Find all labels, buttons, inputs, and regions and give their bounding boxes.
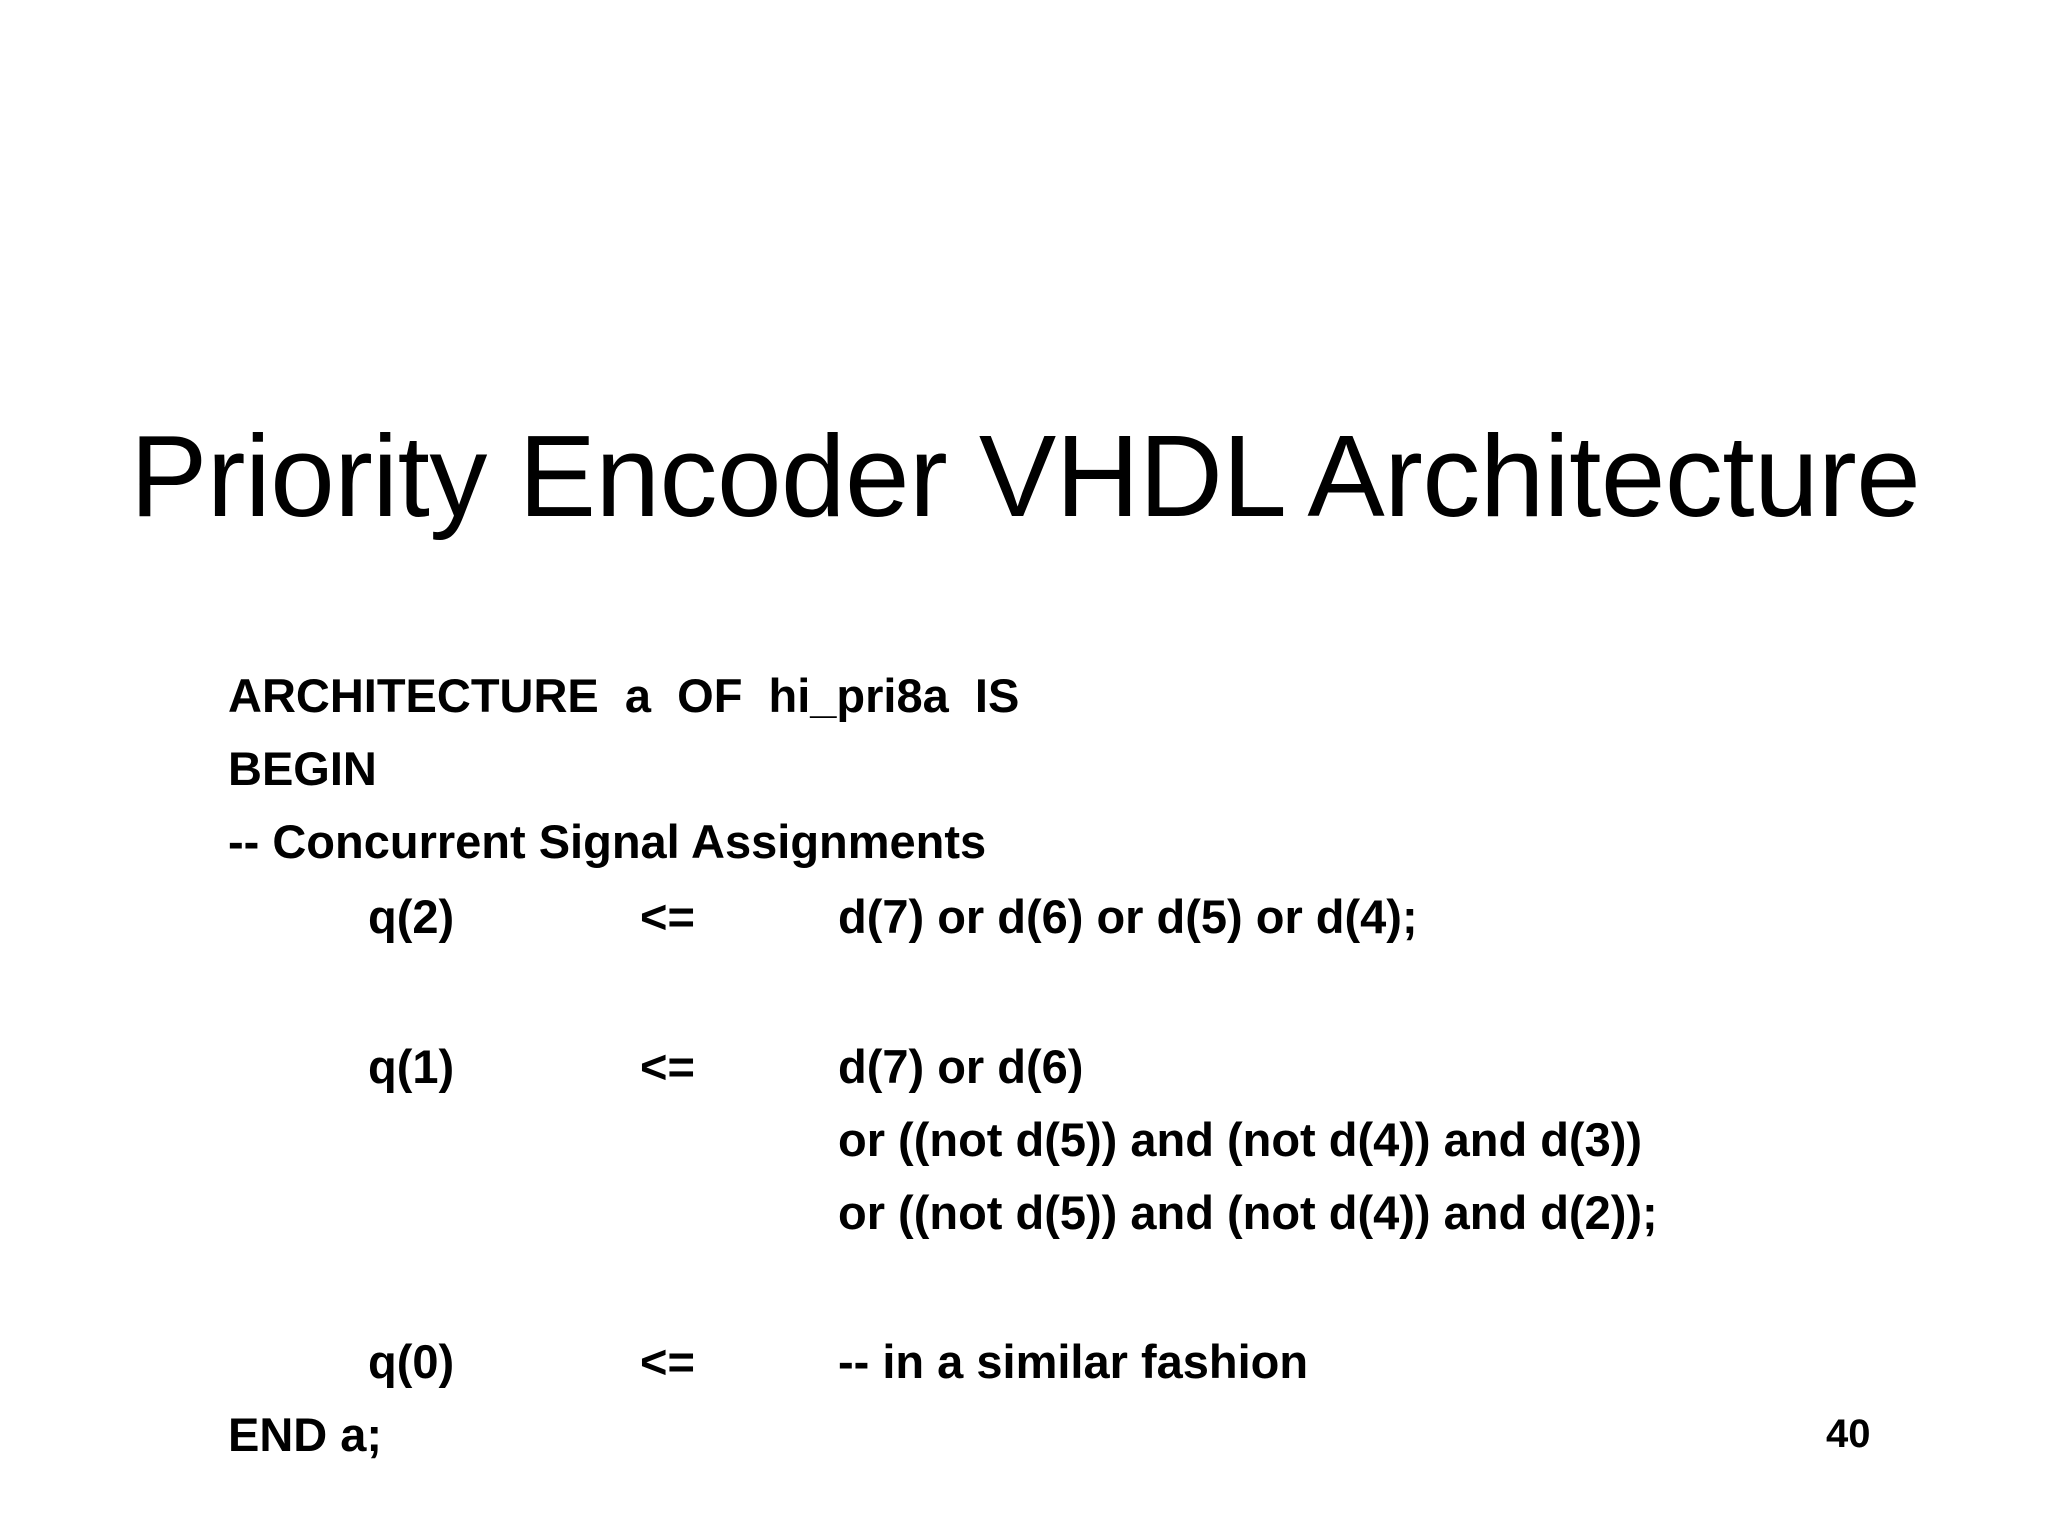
page-title: Priority Encoder VHDL Architecture [130,411,1921,541]
code-expression-q1-continuation-1: or ((not d(5)) and (not d(4)) and d(3)) [838,1113,1643,1166]
code-assign-operator-q0: <= [640,1335,695,1388]
code-signal-q0: q(0) [368,1335,455,1388]
page-number: 40 [1826,1412,1871,1456]
code-expression-q0: -- in a similar fashion [838,1335,1309,1388]
code-expression-q1: d(7) or d(6) [838,1040,1084,1093]
code-signal-q2: q(2) [368,890,455,943]
code-expression-q2: d(7) or d(6) or d(5) or d(4); [838,890,1418,943]
code-signal-q1: q(1) [368,1040,455,1093]
code-line-end-keyword: END a; [228,1408,383,1461]
code-expression-q1-continuation-2: or ((not d(5)) and (not d(4)) and d(2)); [838,1186,1658,1239]
code-assign-operator-q1: <= [640,1040,695,1093]
code-line-architecture-decl: ARCHITECTURE a OF hi_pri8a IS [228,669,1020,722]
code-assign-operator-q2: <= [640,890,695,943]
code-line-begin-keyword: BEGIN [228,742,377,795]
code-line-comment-concurrent: -- Concurrent Signal Assignments [228,815,987,868]
